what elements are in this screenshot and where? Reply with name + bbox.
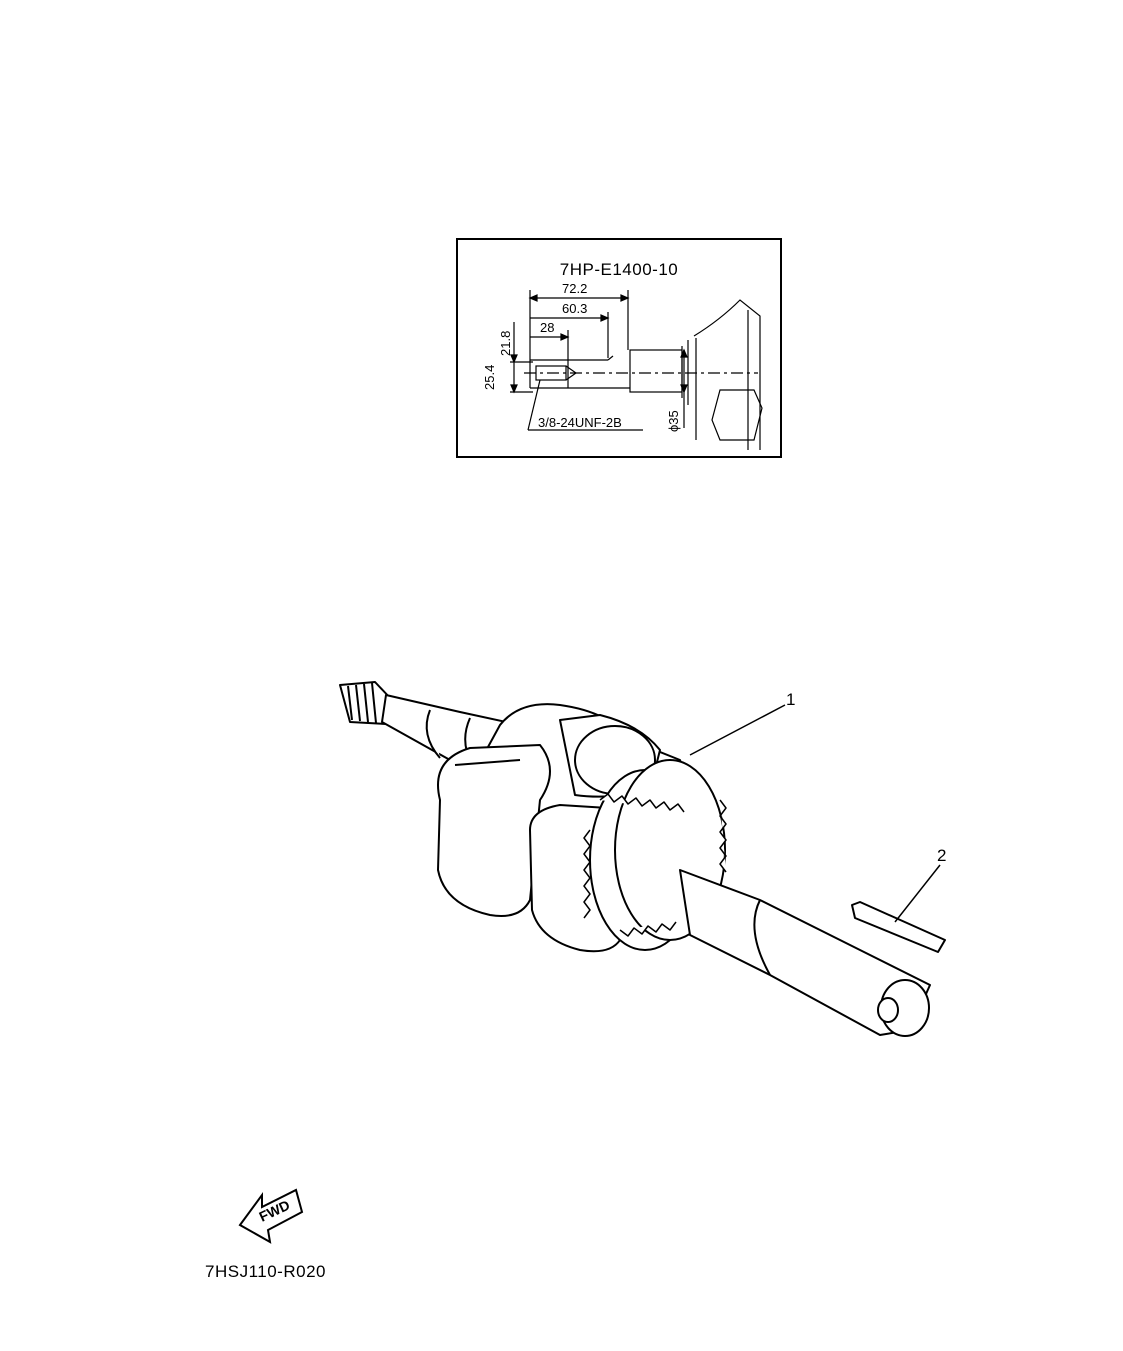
figure-code: 7HSJ110-R020 — [205, 1262, 326, 1281]
fwd-arrow — [238, 1188, 304, 1244]
threaded-end — [339, 681, 393, 725]
dim-thread-spec: 3/8-24UNF-2B — [538, 415, 622, 430]
callout-1: 1 — [786, 690, 796, 709]
dim-72-2: 72.2 — [562, 281, 588, 296]
dim-25-4: 25.4 — [482, 364, 497, 390]
fwd-label: FWD — [257, 1197, 293, 1225]
dim-21-8: 21.8 — [498, 330, 513, 356]
callout-2: 2 — [937, 846, 947, 865]
shaft-end-drawing — [510, 290, 763, 450]
dim-60-3: 60.3 — [562, 301, 588, 316]
detail-inset: 7HP-E1400-10 — [456, 238, 782, 458]
dim-28: 28 — [540, 320, 555, 335]
dim-diameter: ϕ35 — [666, 410, 681, 432]
detail-part-number: 7HP-E1400-10 — [559, 260, 679, 279]
